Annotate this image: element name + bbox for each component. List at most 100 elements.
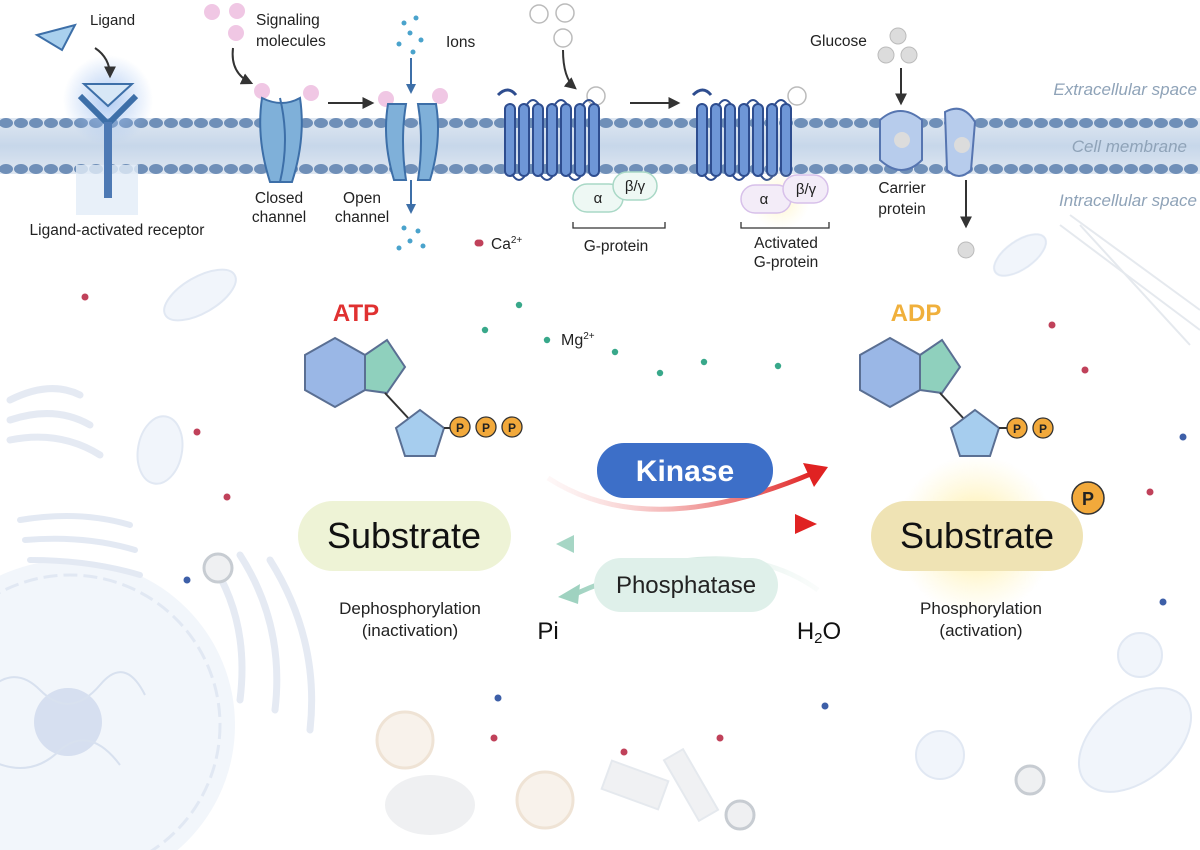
transmembrane-helix xyxy=(546,103,558,177)
open-channel-label-1: Open xyxy=(343,190,381,207)
lipid-head xyxy=(659,164,673,174)
substrate-left: Substrate xyxy=(298,501,511,571)
lipid-head xyxy=(1184,164,1198,174)
lipid-head xyxy=(1124,118,1138,128)
transmembrane-helix xyxy=(574,103,586,177)
lipid-head xyxy=(209,118,223,128)
transmembrane-helix xyxy=(560,103,572,177)
lipid-head xyxy=(14,164,28,174)
lipid-head xyxy=(59,164,73,174)
lipid-head xyxy=(989,118,1003,128)
lipid-head xyxy=(1079,118,1093,128)
cytoskeleton-icon xyxy=(600,214,1200,823)
kinase-arrow xyxy=(546,463,828,534)
lipid-head xyxy=(404,164,418,174)
ligand-label: Ligand xyxy=(90,12,135,29)
phosphate-label: P xyxy=(1039,422,1047,436)
beta-gamma-subunit-label: β/γ xyxy=(625,178,646,195)
lipid-head xyxy=(659,118,673,128)
dephosphorylation-label-1: Dephosphorylation xyxy=(339,599,481,618)
lipid-head xyxy=(1079,164,1093,174)
lipid-head xyxy=(1094,164,1108,174)
lipid-head xyxy=(164,164,178,174)
lipid-head xyxy=(314,118,328,128)
kinase-badge: Kinase xyxy=(597,443,773,498)
lipid-head xyxy=(1139,164,1153,174)
phosphatase-badge: Phosphatase xyxy=(594,558,778,612)
lipid-head xyxy=(839,164,853,174)
transmembrane-helix xyxy=(766,103,778,177)
g-protein: α β/γ G-protein xyxy=(572,171,666,255)
atp-molecule: ATP P P P xyxy=(304,300,523,457)
phosphorylation-label-1: Phosphorylation xyxy=(920,599,1042,618)
lipid-head xyxy=(164,118,178,128)
atp-phosphate-group: P P P xyxy=(449,416,523,438)
signaling-label-2: molecules xyxy=(256,33,326,50)
lipid-head xyxy=(1034,118,1048,128)
lipid-head xyxy=(809,164,823,174)
inorganic-phosphate-label: Pi xyxy=(537,618,558,645)
lipid-head xyxy=(974,118,988,128)
signaling-label-1: Signaling xyxy=(256,12,320,29)
phosphate-icon xyxy=(1071,481,1105,515)
lipid-head xyxy=(824,118,838,128)
nucleus-icon xyxy=(0,560,235,850)
lipid-head xyxy=(224,118,238,128)
transmembrane-helix xyxy=(724,103,736,177)
phosphate-label: P xyxy=(456,421,464,435)
lipid-head xyxy=(149,164,163,174)
activated-label-2: G-protein xyxy=(754,254,819,271)
lipid-head xyxy=(1169,118,1183,128)
lipid-head xyxy=(1004,118,1018,128)
lipid-head xyxy=(1109,118,1123,128)
activated-g-protein-coupled-receptor xyxy=(691,86,807,181)
adp-molecule: ADP P P xyxy=(859,300,1054,457)
phosphate-label: P xyxy=(1013,422,1021,436)
substrate-phosphate-label: P xyxy=(1082,489,1094,509)
lipid-head xyxy=(869,164,883,174)
water-label: H2O xyxy=(797,618,841,647)
activated-beta-gamma-label: β/γ xyxy=(796,181,817,198)
carrier-label-1: Carrier xyxy=(878,180,925,197)
lipid-head xyxy=(644,118,658,128)
mitochondrion-icon xyxy=(136,233,1193,793)
lipid-head xyxy=(179,118,193,128)
lipid-head xyxy=(254,164,268,174)
transmembrane-helix xyxy=(738,103,750,177)
lipid-head xyxy=(344,164,358,174)
ion-dots xyxy=(81,239,1187,756)
lipid-head xyxy=(614,118,628,128)
lipid-head xyxy=(194,164,208,174)
golgi-icon xyxy=(17,513,143,578)
lipid-head xyxy=(434,164,448,174)
g-protein-label: G-protein xyxy=(584,238,649,255)
cell-membrane-label: Cell membrane xyxy=(1072,137,1187,156)
phosphate-label: P xyxy=(482,421,490,435)
lipid-head xyxy=(209,164,223,174)
lipid-head xyxy=(1064,118,1078,128)
intracellular-label: Intracellular space xyxy=(1059,191,1197,210)
lipid-head xyxy=(674,164,688,174)
transmembrane-helix xyxy=(518,103,530,177)
substrate-right: Substrate P xyxy=(871,455,1105,615)
transmembrane-helix xyxy=(780,103,792,177)
lipid-head xyxy=(464,164,478,174)
lipid-head xyxy=(149,118,163,128)
lipid-head xyxy=(644,164,658,174)
lipid-head xyxy=(239,118,253,128)
phosphatase-label: Phosphatase xyxy=(616,572,756,599)
ions-label: Ions xyxy=(446,34,476,51)
lipid-head xyxy=(0,118,13,128)
activated-g-protein: α β/γ Activated G-protein xyxy=(740,170,830,271)
lipid-head xyxy=(1049,118,1063,128)
lipid-head xyxy=(599,164,613,174)
lipid-head xyxy=(224,164,238,174)
transmembrane-helix xyxy=(696,103,708,177)
lipid-head xyxy=(374,118,388,128)
lipid-head xyxy=(359,164,373,174)
lipid-head xyxy=(1124,164,1138,174)
lipid-head xyxy=(1139,118,1153,128)
transmembrane-helix xyxy=(504,103,516,177)
atp-label: ATP xyxy=(333,300,379,327)
